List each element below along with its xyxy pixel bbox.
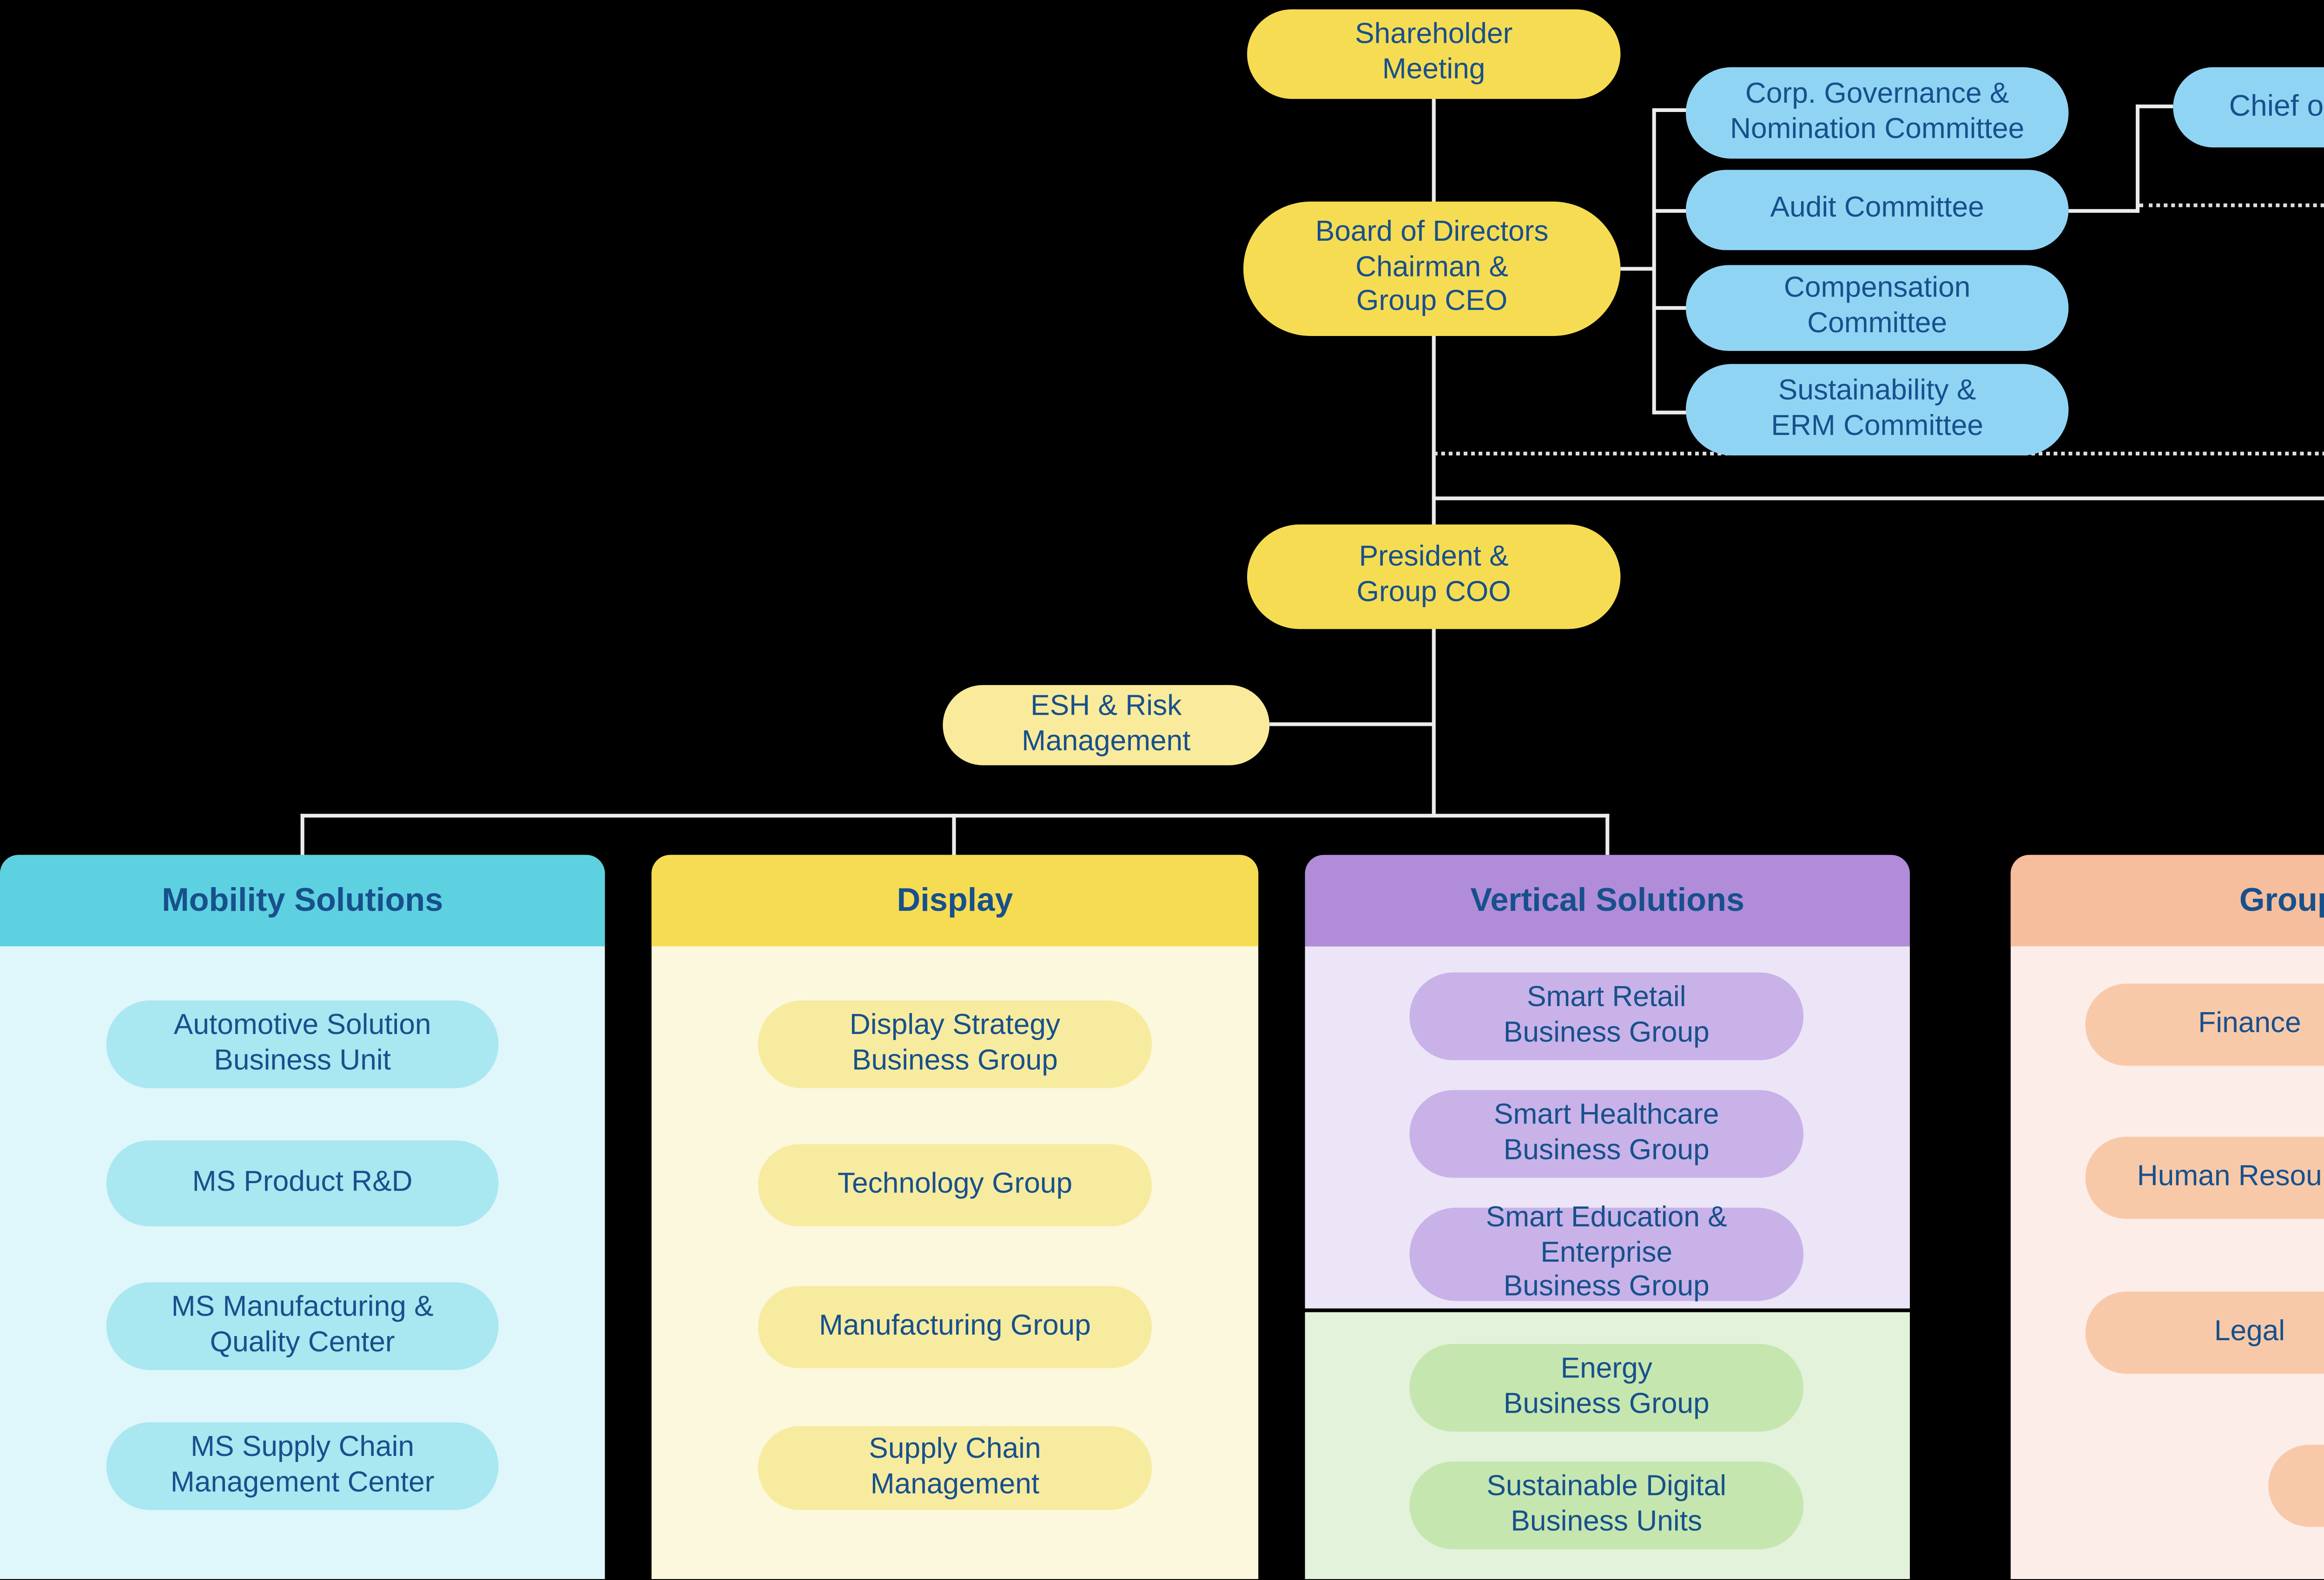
committee-sustainability-erm: Sustainability & ERM Committee	[1685, 364, 2069, 456]
unit-sustainable-digital: Sustainable Digital Business Units	[1409, 1461, 1804, 1549]
unit-display-strategy: Display Strategy Business Group	[758, 1000, 1152, 1088]
connector-dotted	[2139, 203, 2324, 207]
division-header-mobility: Mobility Solutions	[0, 855, 605, 947]
connector-line	[952, 814, 956, 855]
connector-line	[1432, 99, 1436, 205]
connector-line	[2135, 104, 2173, 108]
unit-ms-supply-chain: MS Supply Chain Management Center	[106, 1422, 499, 1510]
unit-human-resource: Human Resource	[2085, 1137, 2324, 1219]
connector-line	[1652, 108, 1656, 415]
connector-line	[2068, 209, 2140, 213]
connector-line	[1269, 722, 1434, 726]
division-vertical-solutions: Vertical Solutions Smart Retail Business…	[1305, 855, 1910, 1580]
unit-smart-healthcare: Smart Healthcare Business Group	[1409, 1090, 1804, 1178]
unit-manufacturing-group: Manufacturing Group	[758, 1286, 1152, 1369]
division-group-infrastructure: Group Infrastructure Unit Finance Digita…	[2010, 855, 2324, 1580]
connector-line	[1432, 336, 1436, 528]
unit-supply-chain-management: Supply Chain Management	[758, 1426, 1152, 1510]
connector-line	[1654, 108, 1688, 112]
unit-automotive-solution: Automotive Solution Business Unit	[106, 1000, 499, 1088]
connector-line	[1654, 410, 1688, 415]
connector-line	[1654, 306, 1688, 310]
division-header-display: Display	[651, 855, 1259, 947]
committee-audit: Audit Committee	[1685, 170, 2069, 250]
unit-smart-education: Smart Education & Enterprise Business Gr…	[1409, 1201, 1804, 1304]
unit-ms-manufacturing-quality: MS Manufacturing & Quality Center	[106, 1282, 499, 1370]
node-esh-risk: ESH & Risk Management	[943, 685, 1270, 765]
unit-finance: Finance	[2085, 983, 2324, 1066]
unit-ms-product-rd: MS Product R&D	[106, 1140, 499, 1226]
node-shareholder-meeting: Shareholder Meeting	[1247, 9, 1621, 99]
division-header-giu: Group Infrastructure Unit	[2010, 855, 2324, 947]
connector-line	[1654, 209, 1688, 213]
unit-legal: Legal	[2085, 1291, 2324, 1374]
node-chief-of-compliance: Chief of Compliance	[2173, 67, 2324, 148]
committee-corp-governance: Corp. Governance & Nomination Committee	[1685, 67, 2069, 159]
unit-energy: Energy Business Group	[1409, 1343, 1804, 1432]
connector-line	[1620, 267, 1654, 271]
connector-line	[300, 814, 304, 855]
committee-compensation: Compensation Committee	[1685, 265, 2069, 351]
connector-line	[2135, 104, 2140, 213]
unit-smart-retail: Smart Retail Business Group	[1409, 972, 1804, 1060]
node-president-coo: President & Group COO	[1247, 524, 1621, 629]
connector-line	[1433, 496, 2324, 500]
unit-technology-group: Technology Group	[758, 1144, 1152, 1226]
division-display: Display Display Strategy Business Group …	[651, 855, 1259, 1580]
unit-auditing: Auditing	[2268, 1444, 2324, 1527]
division-header-vertical: Vertical Solutions	[1305, 855, 1910, 947]
node-board-of-directors: Board of Directors Chairman & Group CEO	[1243, 201, 1621, 336]
division-mobility-solutions: Mobility Solutions Automotive Solution B…	[0, 855, 605, 1580]
connector-line	[1605, 814, 1610, 855]
